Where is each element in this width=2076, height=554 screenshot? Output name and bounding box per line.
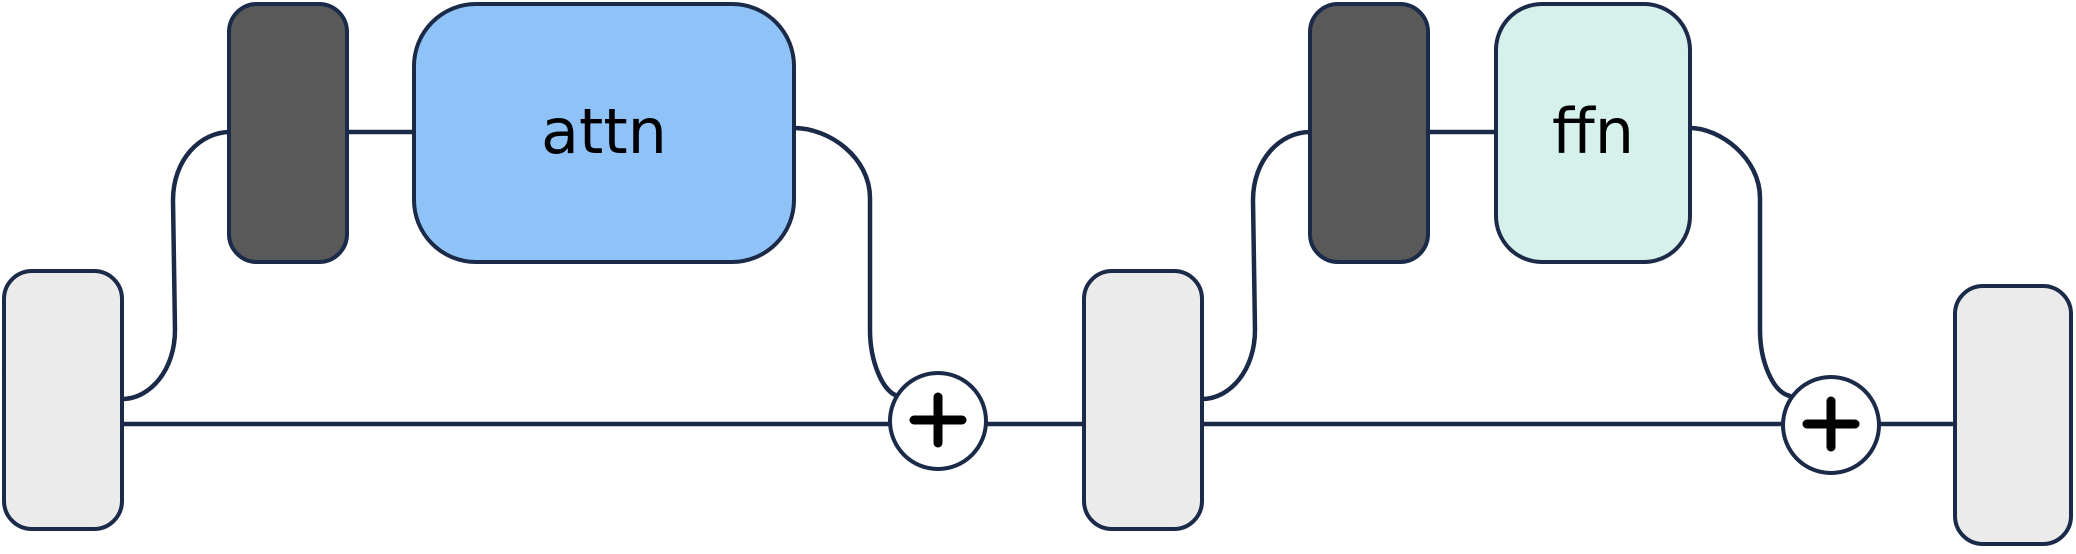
attn-label: attn <box>541 95 667 168</box>
attn-add-node <box>888 371 988 471</box>
output-state <box>1953 284 2073 546</box>
ffn-norm-block <box>1308 2 1430 264</box>
attn-block <box>412 2 796 264</box>
ffn-block <box>1494 2 1692 264</box>
intermediate-state <box>1082 269 1204 531</box>
ffn-branch-output-connector <box>1687 125 1793 399</box>
attn-norm-block <box>227 2 349 264</box>
ffn-add-node <box>1781 375 1881 475</box>
attn-branch-input-connector <box>119 129 233 402</box>
ffn-label: ffn <box>1552 95 1634 168</box>
input-state <box>2 269 124 531</box>
attn-branch-output-connector <box>791 125 901 399</box>
ffn-branch-input-connector <box>1199 129 1313 402</box>
